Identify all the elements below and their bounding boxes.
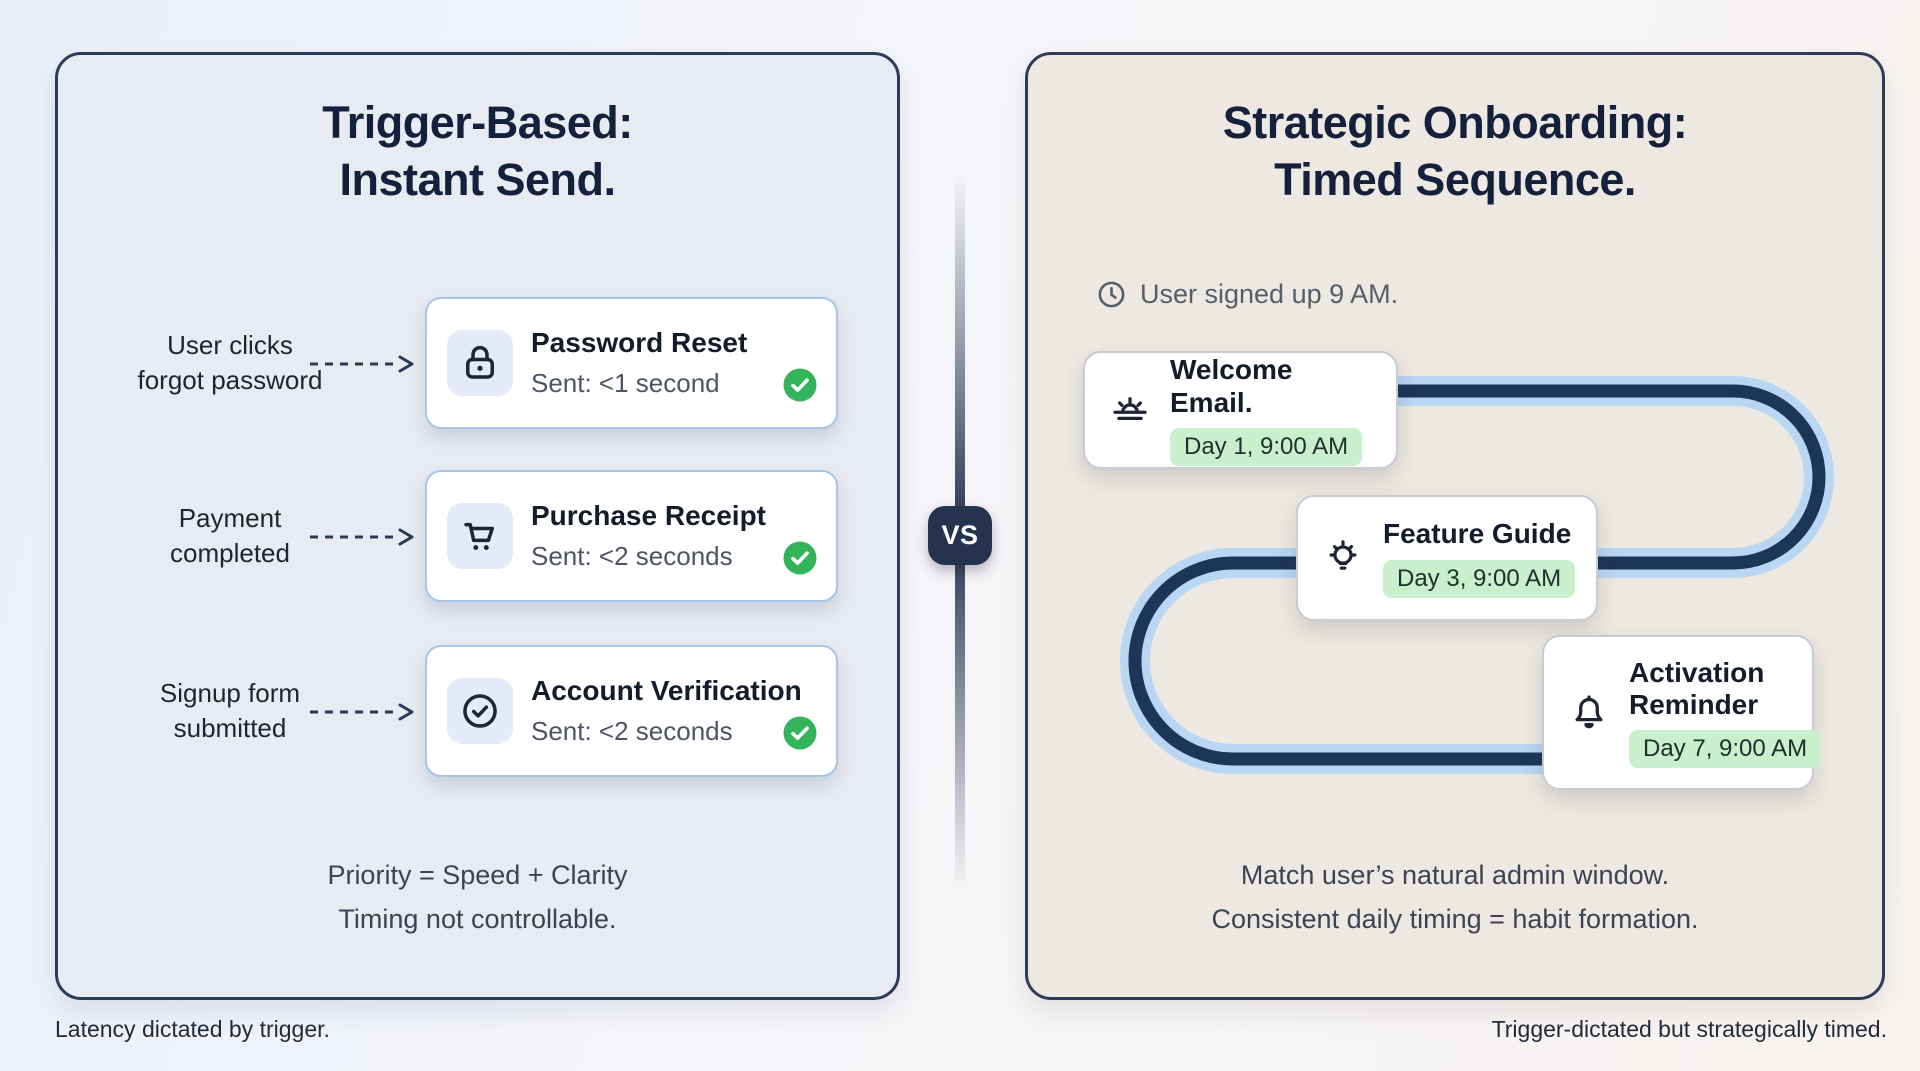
icon-tile [447,678,513,744]
card-text: Account Verification Sent: <2 seconds [531,675,816,747]
step-title: Activation Reminder [1629,656,1765,720]
journey-path [1120,376,1834,774]
dashed-arrow-icon [310,703,414,721]
card-text: Password Reset Sent: <1 second [531,327,816,399]
trigger-label-payment: Payment completed [80,501,380,571]
left-panel-footer: Priority = Speed + Clarity Timing not co… [58,853,897,941]
lock-icon [466,345,494,379]
step-content: Welcome Email. Day 1, 9:00 AM [1170,354,1374,466]
left-panel-title: Trigger-Based: Instant Send. [58,95,897,208]
step-card-feature-guide: Feature Guide Day 3, 9:00 AM [1296,495,1598,621]
email-card-sent: Sent: <1 second [531,368,720,398]
vs-badge: VS [928,506,992,565]
right-panel-title: Strategic Onboarding: Timed Sequence. [1028,95,1882,208]
step-card-welcome-email: Welcome Email. Day 1, 9:00 AM [1083,351,1398,469]
icon-tile [447,330,513,396]
email-card-title: Purchase Receipt [531,500,766,531]
left-panel-title-line2: Instant Send. [339,153,616,205]
right-caption: Trigger-dictated but strategically timed… [1491,1016,1887,1042]
strategic-onboarding-panel: Strategic Onboarding: Timed Sequence. Us… [1025,52,1885,1000]
icon-tile [447,503,513,569]
trigger-label-line: Payment [178,503,282,533]
right-footer-line2: Consistent daily timing = habit formatio… [1211,904,1699,934]
bell-icon [1566,687,1612,738]
trigger-label-line: User clicks [167,330,293,360]
step-card-activation-reminder: Activation Reminder Day 7, 9:00 AM [1542,635,1822,790]
step-schedule-badge: Day 1, 9:00 AM [1170,427,1363,466]
trigger-label-forgot-password: User clicks forgot password [80,328,380,398]
trigger-label-line: forgot password [137,365,323,396]
check-badge-icon [783,368,817,402]
left-footer-line1: Priority = Speed + Clarity [327,860,628,890]
check-badge-icon [783,716,817,750]
step-schedule-badge: Day 7, 9:00 AM [1629,730,1822,769]
trigger-label-signup: Signup form submitted [80,676,380,746]
lightbulb-icon [1320,533,1366,584]
check-circle-icon [463,694,497,728]
step-content: Feature Guide Day 3, 9:00 AM [1383,518,1576,598]
right-panel-title-line1: Strategic Onboarding: [1222,97,1688,148]
right-panel-title-line2: Timed Sequence. [1274,153,1636,205]
step-content: Activation Reminder Day 7, 9:00 AM [1629,656,1822,769]
step-schedule-badge: Day 3, 9:00 AM [1383,559,1576,598]
sunrise-icon [1107,385,1153,436]
email-card-account-verification: Account Verification Sent: <2 seconds [425,645,838,777]
signup-note: User signed up 9 AM. [1096,279,1398,310]
email-card-title: Password Reset [531,327,748,358]
right-footer-line1: Match user’s natural admin window. [1240,860,1670,890]
step-title: Feature Guide [1383,518,1572,550]
email-card-purchase-receipt: Purchase Receipt Sent: <2 seconds [425,470,838,602]
email-card-password-reset: Password Reset Sent: <1 second [425,297,838,429]
step-title: Welcome Email. [1170,354,1293,418]
email-card-title: Account Verification [531,675,802,706]
clock-icon [1098,281,1125,308]
email-card-sent: Sent: <2 seconds [531,541,733,571]
signup-note-text: User signed up 9 AM. [1140,279,1399,309]
left-caption: Latency dictated by trigger. [55,1016,330,1042]
trigger-label-line: submitted [173,713,287,744]
trigger-based-panel: Trigger-Based: Instant Send. User clicks… [55,52,900,1000]
trigger-label-line: Signup form [159,678,301,708]
trigger-label-line: completed [170,538,290,569]
dashed-arrow-icon [310,528,414,546]
cart-icon [464,522,494,550]
card-text: Purchase Receipt Sent: <2 seconds [531,500,816,572]
dashed-arrow-icon [310,355,414,373]
right-panel-footer: Match user’s natural admin window. Consi… [1028,853,1882,941]
email-card-sent: Sent: <2 seconds [531,716,733,746]
left-footer-line2: Timing not controllable. [338,904,617,934]
left-panel-title-line1: Trigger-Based: [322,97,633,148]
check-badge-icon [783,541,817,575]
